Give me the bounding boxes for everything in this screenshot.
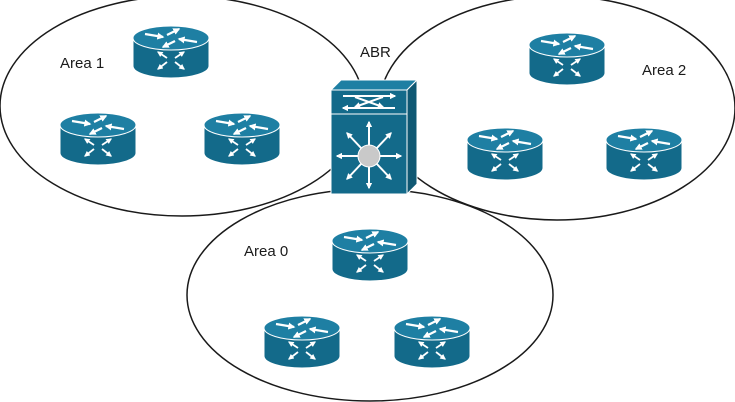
area-1-router-3[interactable] xyxy=(203,112,281,166)
abr-label: ABR xyxy=(360,44,391,61)
router-icon xyxy=(263,315,341,369)
router-icon xyxy=(466,127,544,181)
router-icon xyxy=(528,32,606,86)
router-icon xyxy=(393,315,471,369)
area-0-boundary xyxy=(186,188,554,402)
routers xyxy=(59,25,683,369)
router-icon xyxy=(203,112,281,166)
area-0-router-1[interactable] xyxy=(331,228,409,282)
area-1-router-2[interactable] xyxy=(59,112,137,166)
multilayer-switch-icon xyxy=(329,78,419,196)
area-2-label: Area 2 xyxy=(642,62,686,79)
area-1-router-1[interactable] xyxy=(132,25,210,79)
area-2-router-3[interactable] xyxy=(605,127,683,181)
router-icon xyxy=(331,228,409,282)
area-2-router-2[interactable] xyxy=(466,127,544,181)
abr-switch[interactable] xyxy=(329,78,419,196)
area-2-router-1[interactable] xyxy=(528,32,606,86)
area-0-router-2[interactable] xyxy=(263,315,341,369)
area-1-label: Area 1 xyxy=(60,55,104,72)
area-0-label: Area 0 xyxy=(244,243,288,260)
router-icon xyxy=(132,25,210,79)
router-icon xyxy=(605,127,683,181)
router-icon xyxy=(59,112,137,166)
area-0-router-3[interactable] xyxy=(393,315,471,369)
